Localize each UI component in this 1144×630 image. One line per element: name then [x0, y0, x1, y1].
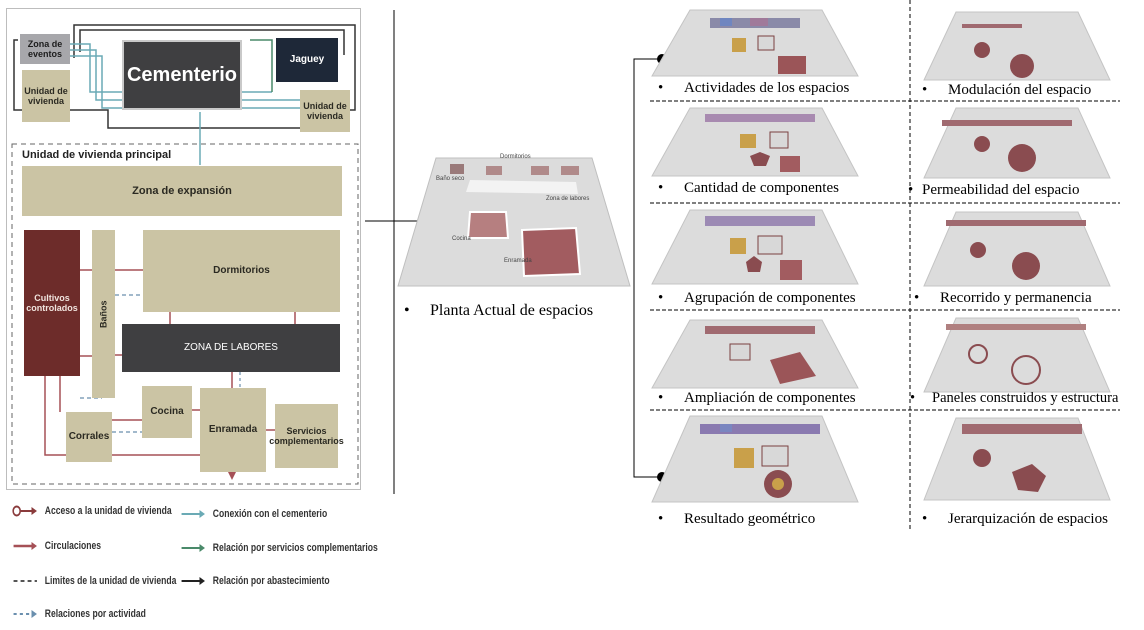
legend-label: Relación por servicios complementarios — [212, 542, 378, 554]
bullet: • — [910, 390, 916, 406]
caption-text: Cantidad de componentes — [684, 180, 839, 196]
legend-item-access: Acceso a la unidad de vivienda — [12, 505, 172, 517]
legend-label: Relación por abastecimiento — [212, 575, 330, 587]
caption-text: Paneles construidos y estructura — [932, 390, 1119, 406]
cocina-block: Cocina — [142, 386, 192, 438]
thumb-actividades — [650, 8, 860, 83]
bullet: • — [658, 511, 664, 527]
thumb-jerarquizacion — [922, 416, 1112, 507]
bullet: • — [908, 182, 914, 198]
unidad-vivienda-right-block: Unidad de vivienda — [300, 90, 350, 132]
plan-label-dormitorios: Dormitorios — [500, 154, 531, 160]
legend-label: Relaciones por actividad — [44, 608, 146, 620]
plan-label-labores: Zona de labores — [546, 196, 590, 202]
bullet: • — [658, 390, 664, 406]
plan-thumbnail: Dormitorios Baño seco Zona de labores Co… — [396, 150, 632, 290]
thumb-paneles — [922, 316, 1112, 399]
servicios-block: Servicios complementarios — [269, 404, 344, 468]
legend-label: Limites de la unidad de vivienda — [44, 575, 177, 587]
legend-item-circulaciones: Circulaciones — [12, 540, 101, 552]
jaguey-block: Jaguey — [276, 38, 338, 82]
unidad-vivienda-left-block: Unidad de vivienda — [22, 70, 70, 122]
caption-recorrido: • Recorrido y permanencia — [914, 290, 1092, 307]
thumb-modulacion — [922, 10, 1112, 87]
corrales-block: Corrales — [66, 412, 112, 462]
legend-label: Conexión con el cementerio — [212, 508, 328, 520]
legend-label: Circulaciones — [44, 540, 102, 552]
branch-bracket — [633, 58, 660, 478]
plan-caption: • Planta Actual de espacios — [404, 302, 593, 320]
supply-line — [79, 29, 345, 55]
caption-paneles: • Paneles construidos y estructura — [910, 390, 1118, 407]
zona-labores-block: ZONA DE LABORES — [122, 324, 340, 372]
principal-title: Unidad de vivienda principal — [22, 149, 172, 161]
enramada-block: Enramada — [200, 388, 266, 472]
caption-ampliacion: • Ampliación de componentes — [658, 390, 856, 407]
plan-label-bano: Baño seco — [436, 176, 465, 182]
cementerio-block: Cementerio — [122, 40, 242, 110]
caption-text: Recorrido y permanencia — [940, 290, 1092, 306]
plan-label-enramada: Enramada — [504, 258, 532, 264]
caption-text: Resultado geométrico — [684, 511, 816, 527]
plan-label-cocina: Cocina — [452, 236, 471, 242]
thumbnail-grid: • Actividades de los espacios • Cantidad d… — [640, 0, 1144, 630]
zona-expansion-block: Zona de expansión — [22, 166, 342, 216]
supply-line — [70, 109, 300, 129]
caption-text: Jerarquización de espacios — [948, 511, 1108, 527]
legend-label: Acceso a la unidad de vivienda — [44, 505, 172, 517]
unit-boundary — [11, 143, 359, 485]
thumb-cantidad — [650, 106, 860, 183]
bullet: • — [922, 82, 928, 98]
legend-item-relaciones: Relaciones por actividad — [12, 608, 146, 620]
caption-permeabilidad: • Permeabilidad del espacio — [908, 182, 1079, 199]
thumb-recorrido — [922, 210, 1112, 293]
functional-diagram: Zona de eventos Cementerio Jaguey Unidad… — [0, 0, 365, 500]
bullet: • — [658, 80, 664, 96]
legend-item-servicios: Relación por servicios complementarios — [180, 542, 378, 554]
supply-line — [13, 39, 22, 111]
diagram-frame — [6, 8, 361, 490]
bullet: • — [658, 290, 664, 306]
caption-text: Permeabilidad del espacio — [922, 182, 1080, 198]
bullet: • — [922, 511, 928, 527]
thumb-agrupacion — [650, 208, 860, 291]
bullet: • — [658, 180, 664, 196]
thumb-permeabilidad — [922, 106, 1112, 185]
legend: Acceso a la unidad de vivienda Circulaci… — [0, 495, 400, 630]
caption-text: Actividades de los espacios — [684, 80, 850, 96]
bullet: • — [404, 302, 410, 319]
caption-actividades: • Actividades de los espacios — [658, 80, 849, 97]
caption-resultado: • Resultado geométrico — [658, 511, 815, 528]
thumb-resultado — [650, 414, 860, 509]
caption-text: Ampliación de componentes — [684, 390, 856, 406]
caption-agrupacion: • Agrupación de componentes — [658, 290, 856, 307]
caption-cantidad: • Cantidad de componentes — [658, 180, 839, 197]
zona-eventos-block: Zona de eventos — [20, 34, 70, 64]
cultivos-block: Cultivos controlados — [24, 230, 80, 376]
dormitorios-block: Dormitorios — [143, 230, 340, 312]
legend-item-conexion: Conexión con el cementerio — [180, 508, 327, 520]
cemetery-link — [250, 39, 273, 92]
legend-item-limites: Limites de la unidad de vivienda — [12, 575, 176, 587]
thumb-ampliacion — [650, 318, 860, 395]
caption-text: Modulación del espacio — [948, 82, 1092, 98]
arrow-head — [228, 472, 236, 480]
legend-item-abastecimiento: Relación por abastecimiento — [180, 575, 330, 587]
caption-modulacion: • Modulación del espacio — [922, 82, 1091, 99]
caption-jerarquizacion: • Jerarquización de espacios — [922, 511, 1108, 528]
bullet: • — [914, 290, 920, 306]
caption-text: Agrupación de componentes — [684, 290, 856, 306]
plan-caption-text: Planta Actual de espacios — [430, 302, 594, 319]
